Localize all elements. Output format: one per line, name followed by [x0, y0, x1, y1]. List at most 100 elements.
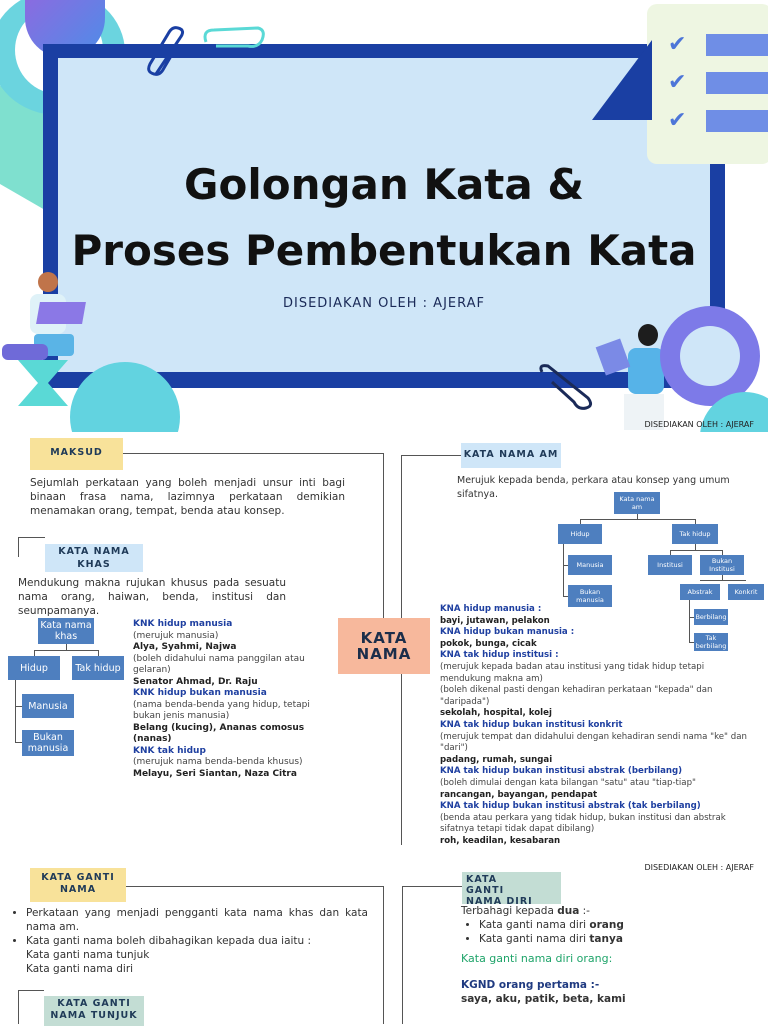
- bullet-item: Perkataan yang menjadi pengganti kata na…: [26, 906, 368, 934]
- diagram-edge: [580, 519, 581, 524]
- diagram-edge: [580, 519, 695, 520]
- maksud-text: Sejumlah perkataan yang boleh menjadi un…: [30, 477, 345, 517]
- diagram-edge: [34, 650, 35, 656]
- diagram-edge: [689, 600, 690, 642]
- example-note: (nama benda-benda yang hidup, tetapi buk…: [133, 699, 310, 722]
- connector-line: [383, 886, 384, 1024]
- diagram-edge: [563, 596, 568, 597]
- diagram-node-berbilang: Berbilang: [694, 609, 728, 625]
- check-icon: ✔: [668, 108, 687, 133]
- connector-line: [402, 886, 403, 1024]
- example-heading: KNA tak hidup bukan institusi abstrak (t…: [440, 801, 701, 812]
- kgnd-orang-pertama-examples: saya, aku, patik, beta, kami: [461, 993, 626, 1005]
- diagram-edge: [563, 565, 568, 566]
- connector-line: [18, 537, 45, 538]
- example-heading: KNA tak hidup bukan institusi abstrak (b…: [440, 766, 683, 777]
- cover-title-line2: Proses Pembentukan Kata: [71, 226, 697, 275]
- check-icon: ✔: [668, 70, 687, 95]
- cover-banner: ✔ ✔ ✔ Golongan Kata & Proses Pembentukan…: [0, 0, 768, 432]
- example-words: Belang (kucing), Ananas comosus (nanas): [133, 722, 305, 745]
- kata-nama-am-examples: KNA hidup manusia :bayi, jutawan, pelako…: [440, 604, 757, 847]
- diagram-edge: [98, 650, 99, 656]
- diagram-node-konkrit: Konkrit: [728, 584, 764, 600]
- example-words: bayi, jutawan, pelakon: [440, 615, 550, 626]
- kata-nama-khas-examples: KNK hidup manusia(merujuk manusia)Alya, …: [133, 619, 328, 780]
- diagram-edge: [700, 580, 746, 581]
- cover-byline: DISEDIAKAN OLEH : AJERAF: [282, 296, 486, 311]
- kata-nama-am-tag: KATA NAMA AM: [461, 443, 561, 468]
- example-words: roh, keadilan, kesabaran: [440, 835, 561, 846]
- example-note: (benda atau perkara yang tidak hidup, bu…: [440, 812, 726, 835]
- diagram-edge: [722, 550, 723, 555]
- example-note: (boleh dikenal pasti dengan kehadiran pe…: [440, 685, 713, 707]
- diagram-node-hidup: Hidup: [558, 524, 602, 544]
- list-item: Kata ganti nama diri tanya: [479, 932, 761, 946]
- diagram-edge: [15, 680, 16, 742]
- diagram-node-tak-hidup: Tak hidup: [72, 656, 124, 680]
- example-words: rancangan, bayangan, pendapat: [440, 789, 598, 800]
- connector-line: [126, 886, 384, 887]
- credit-top: DISEDIAKAN OLEH : AJERAF: [644, 420, 754, 429]
- cover-decor-gear-inner: [680, 326, 740, 386]
- connector-line: [18, 537, 19, 557]
- example-heading: KNA hidup bukan manusia :: [440, 627, 575, 638]
- connector-line: [401, 455, 402, 645]
- example-heading: KNA tak hidup bukan institusi konkrit: [440, 719, 623, 730]
- connector-line: [401, 645, 402, 845]
- diagram-node-bukan-manusia: Bukan manusia: [568, 585, 612, 607]
- example-words: pokok, bunga, cicak: [440, 638, 537, 649]
- example-note: (merujuk nama benda-benda khusus): [133, 757, 303, 767]
- kgnd-orang-pertama-heading: KGND orang pertama :-: [461, 979, 600, 991]
- diagram-edge: [695, 519, 696, 524]
- checklist-bar-1: [706, 34, 768, 56]
- example-words: Senator Ahmad, Dr. Raju: [133, 676, 258, 687]
- diagram-edge: [66, 644, 67, 650]
- bullet-item: Kata ganti nama boleh dibahagikan kepada…: [26, 934, 368, 948]
- diagram-edge: [15, 742, 22, 743]
- diagram-node-manusia: Manusia: [568, 555, 612, 575]
- diagram-edge: [563, 544, 564, 596]
- sub-item: Kata ganti nama tunjuk: [26, 949, 150, 961]
- check-icon: ✔: [668, 32, 687, 57]
- credit-mid: DISEDIAKAN OLEH : AJERAF: [644, 863, 754, 872]
- connector-line: [18, 990, 19, 1024]
- kata-nama-am-text: Merujuk kepada benda, perkara atau konse…: [457, 475, 730, 500]
- kata-ganti-nama-diri-text: Terbahagi kepada dua :- Kata ganti nama …: [461, 904, 761, 1006]
- diagram-node-root: Kata nama khas: [38, 618, 94, 644]
- connector-line: [401, 455, 461, 456]
- diagram-edge: [689, 642, 694, 643]
- diagram-node-hidup: Hidup: [8, 656, 60, 680]
- example-heading: KNK hidup manusia: [133, 619, 233, 629]
- example-heading: KNA hidup manusia :: [440, 604, 542, 614]
- connector-line: [402, 886, 462, 887]
- example-heading: KNA tak hidup institusi :: [440, 650, 559, 661]
- diagram-edge: [637, 514, 638, 519]
- diagram-edge: [670, 550, 722, 551]
- kata-ganti-nama-text: Perkataan yang menjadi pengganti kata na…: [14, 906, 368, 976]
- example-heading: KNK tak hidup: [133, 745, 206, 756]
- cover-decor-stool: [2, 344, 48, 360]
- example-words: Melayu, Seri Siantan, Naza Citra: [133, 768, 297, 779]
- example-note: (boleh didahului nama panggilan atau gel…: [133, 653, 305, 676]
- diagram-node-tak-hidup: Tak hidup: [672, 524, 718, 544]
- example-note: (merujuk kepada badan atau institusi yan…: [440, 661, 705, 684]
- example-note: (boleh dimulai dengan kata bilangan "sat…: [440, 777, 696, 788]
- diagram-node-root: Kata nama am: [614, 492, 660, 514]
- diagram-node-bukan-manusia: Bukan manusia: [22, 730, 74, 756]
- person-right-illustration: [595, 322, 680, 432]
- cover-title-line1: Golongan Kata &: [184, 160, 584, 209]
- connector-line: [383, 453, 384, 618]
- person-left-illustration: [20, 272, 90, 372]
- list-item: Kata ganti nama diri orang: [479, 918, 761, 932]
- paperclip-icon: [147, 26, 185, 76]
- connector-line: [123, 453, 383, 454]
- diagram-edge: [722, 575, 723, 580]
- kgnd-orang-heading: Kata ganti nama diri orang:: [461, 952, 613, 965]
- example-note: (merujuk manusia): [133, 630, 219, 641]
- paperclip-icon: [539, 364, 593, 410]
- diagram-edge: [34, 650, 98, 651]
- example-heading: KNK hidup bukan manusia: [133, 688, 267, 698]
